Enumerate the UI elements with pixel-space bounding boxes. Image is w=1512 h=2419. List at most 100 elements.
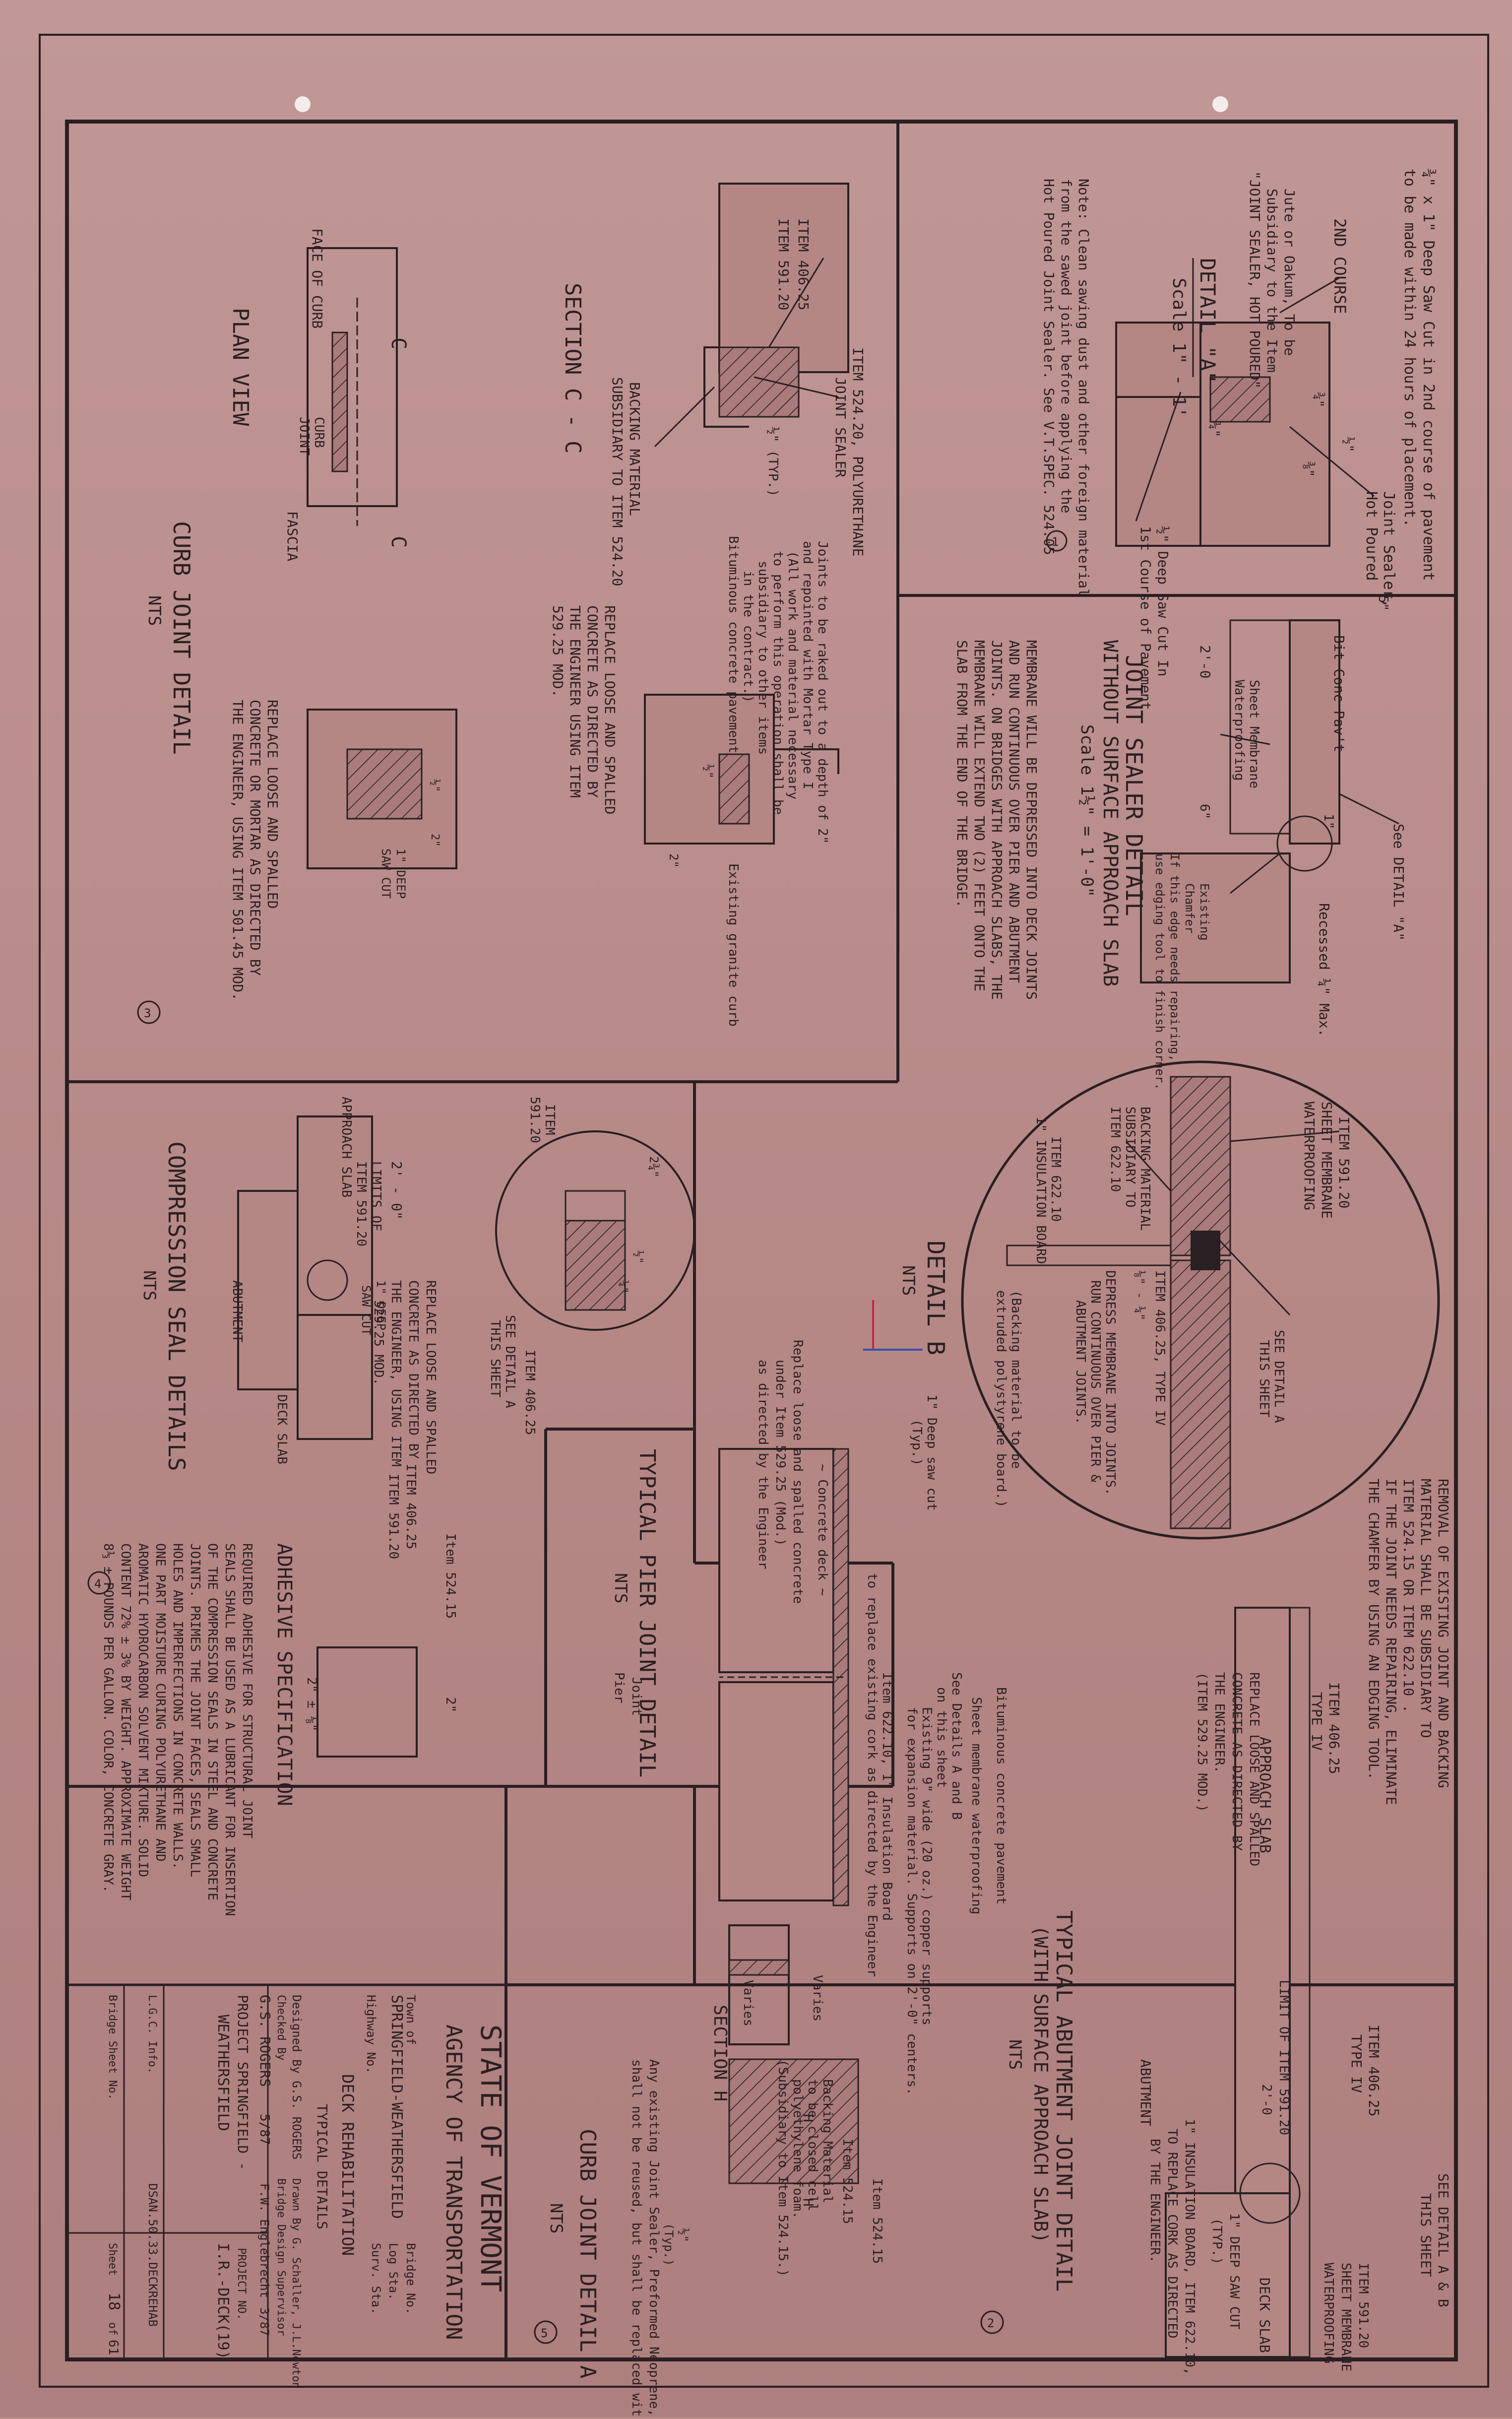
note-top-2: to be made within 24 hours of placement. [1401, 169, 1418, 527]
jute-label-3: "JOINT SEALER, HOT POURED" [1247, 171, 1263, 389]
tb-surv-sta: Surv. Sta. [369, 2243, 383, 2315]
ab-item-59120: ITEM 591.20 [1356, 2263, 1371, 2348]
item-58420-2: JOINT SEALER [832, 377, 849, 477]
pavement-course-2 [1199, 322, 1330, 547]
curb-joint-panel: C C FACE OF CURB CURB JOINT FASCIA PLAN … [137, 228, 839, 1027]
cs-deck-slab: DECK SLAB [274, 1394, 289, 1464]
detail-b-leaders [1125, 1130, 1340, 1316]
cs-replace-2: CONCRETE AS DIRECTED BY [406, 1280, 421, 1459]
abutment-section [237, 1190, 299, 1390]
pier-joint-panel: Replace loose and spalled concrete under… [611, 1340, 1008, 2264]
ab-item-406b: ITEM 406.25 [1366, 2025, 1382, 2116]
sealer-plug [1191, 1231, 1220, 1270]
detail-a-note-2: from the sawed joint before applying the [1058, 179, 1074, 513]
backing-1: BACKING MATERIAL [627, 382, 643, 516]
b-sheet-membrane: SHEET MEMBRANE [1319, 1102, 1335, 1219]
removal-3: ITEM 524.15 OR ITEM 622.10 . [1400, 1479, 1417, 1713]
jute-label-1: Jute or Oakum, To be [1281, 189, 1298, 356]
existing-granite: Existing granite curb [726, 863, 741, 1027]
section-marker-c1: C [387, 337, 410, 349]
existing-3: If this edge needs repairing, [1168, 853, 1182, 1061]
ab-limit: LIMIT OF ITEM 591.20 [1276, 1980, 1291, 2135]
curb-joint-nts: NTS [144, 595, 164, 626]
joints-note-4: to perform this operation shall be [770, 551, 785, 815]
fascia-label: FASCIA [284, 511, 301, 561]
joints-note-2: and repointed with Mortar Type I [800, 541, 815, 789]
adhesive-6: ONE PART MOISTURE CURING POLYURETHANE AN… [153, 1543, 168, 1862]
section-h-panel: Varies Varies SECTION H Backing Material… [662, 1924, 859, 2277]
b-this-sheet: THIS SHEET [1257, 1340, 1271, 1418]
removal-1: REMOVAL OF EXISTING JOINT AND BACKING [1435, 1479, 1451, 1788]
tb-project-label: PROJECT SPRINGFIELD - [235, 1995, 251, 2170]
joint-sealer-label: Joint Sealer, [1380, 491, 1397, 608]
section-h-strip [728, 1959, 790, 1976]
h-backing-1: Backing Material [820, 2079, 835, 2203]
b-item-59120: ITEM 591.20 [1336, 1116, 1352, 1208]
detail-a-note-3: Hot Poured Joint Sealer. See V.T.SPEC. 5… [1041, 179, 1057, 555]
second-course-label: 2ND COURSE [1330, 218, 1349, 314]
tb-agency: AGENCY OF TRANSPORTATION [441, 2025, 466, 2340]
cs-item-52415: Item 524.15 [443, 1533, 458, 1619]
replace-b-2: CONCRETE OR MORTAR AS DIRECTED BY [247, 700, 263, 976]
removal-note: REMOVAL OF EXISTING JOINT AND BACKING MA… [1366, 1479, 1451, 1805]
plan-view-title: PLAN VIEW [228, 308, 253, 426]
joints-note-3: (All work and material necessary [785, 551, 800, 799]
adhesive-9: 8⅓ ± POUNDS PER GALLON. COLOR, CONCRETE … [101, 1543, 116, 1893]
saw-cut-label-2: 1st Course of Pavement. [1137, 526, 1154, 719]
existing-4: use edging tool to finish corner. [1153, 853, 1167, 1090]
drawing-border [65, 120, 1458, 2361]
tb-date: 5/87 [257, 2114, 272, 2145]
ab-approach-slab: APPROACH SLAB [1256, 1737, 1273, 1853]
cs-see-detail-a: SEE DETAIL A [503, 1315, 517, 1408]
tb-sheet: Sheet [106, 2243, 119, 2276]
cda-number-circle [534, 2320, 558, 2344]
tb-project-name: WEATHERSFIELD [214, 2015, 232, 2131]
pier-slab-left [718, 1448, 834, 1673]
curb-dim-b: ½" [429, 779, 441, 792]
tb-project-no: I.R.-DECK(19) [214, 2243, 232, 2359]
tb-project-no-label: PROJECT NO. [235, 2248, 248, 2320]
seal-cross-section [316, 1646, 418, 1758]
detail-b-panel: ITEM 591.20 SHEET MEMBRANE WATERPROOFING… [863, 1060, 1440, 1540]
pier-see-details: See Details A and B [949, 1672, 964, 1820]
compression-seal-panel: ITEM 591.20 2' - 0" LIMITS OF ITEM 591.2… [87, 1097, 695, 1916]
replace-1: REPLACE LOOSE AND SPALLED [602, 605, 618, 814]
pier-replace-3: as directed by the Engineer [756, 1360, 770, 1569]
adhesive-8: CONTENT 72% ± 3% BY WEIGHT. APPROXIMATE … [118, 1543, 133, 1900]
detail-number-circle [1046, 530, 1068, 552]
jute-label-2: Subsidiary to the Item [1264, 189, 1280, 373]
pier-expansion: for expansion material. Supports on 2'-0… [904, 1707, 919, 2095]
pier-bituminous: Bituminous concrete pavement [994, 1687, 1008, 1904]
pier-replace-1: Replace loose and spalled concrete [790, 1340, 805, 1604]
pier-sheet-membrane: Sheet membrane waterproofing [969, 1697, 984, 1914]
pier-nts: NTS [611, 1573, 630, 1603]
h-title: SECTION H [710, 2005, 730, 2101]
saw-cut-2: SAW CUT [379, 849, 393, 899]
pier-title: TYPICAL PIER JOINT DETAIL [634, 1449, 660, 1777]
cs-replace-1: REPLACE LOOSE AND SPALLED [423, 1280, 438, 1474]
curb-section [718, 183, 849, 373]
joint-sealer-leaders [1220, 733, 1399, 894]
cs-approach-slab: APPROACH SLAB [339, 1097, 354, 1198]
joint-sealer-title-1: JOINT SEALER DETAIL [1121, 655, 1147, 916]
detail-b-nts: NTS [898, 1265, 918, 1296]
h-typ: (Typ.) [662, 2223, 676, 2266]
b-item-406: ITEM 406.25, TYPE IV [1152, 1270, 1167, 1426]
ab-replace-3: THE ENGINEER. [1212, 1672, 1227, 1773]
bit-conc-label: Bit Conc Pav't [1331, 635, 1347, 752]
membrane-strip [1289, 1607, 1311, 2358]
dim-3-8: ⅜" [1301, 461, 1316, 477]
pier-joint-label: Joint [629, 1677, 644, 1716]
cs-dim-234: 2¾" [647, 1156, 661, 1177]
removal-5: THE CHAMFER BY USING AN EDGING TOOL. [1366, 1479, 1382, 1780]
tb-drawing-file: DSAN.50.33.DECKREHAB [146, 2183, 160, 2327]
item-58420-1: ITEM 524.20, POLYURETHANE [850, 347, 866, 556]
existing-2: Chamfer [1183, 883, 1197, 933]
joint-label: JOINT [297, 417, 312, 456]
seal-deck-hatch [565, 1220, 626, 1311]
abutment-callout-circle [1239, 2162, 1301, 2224]
detail-callout-circle [1276, 815, 1333, 872]
seal-small-circle [307, 1259, 348, 1301]
curb-detail-number: 3 [144, 1006, 151, 1020]
